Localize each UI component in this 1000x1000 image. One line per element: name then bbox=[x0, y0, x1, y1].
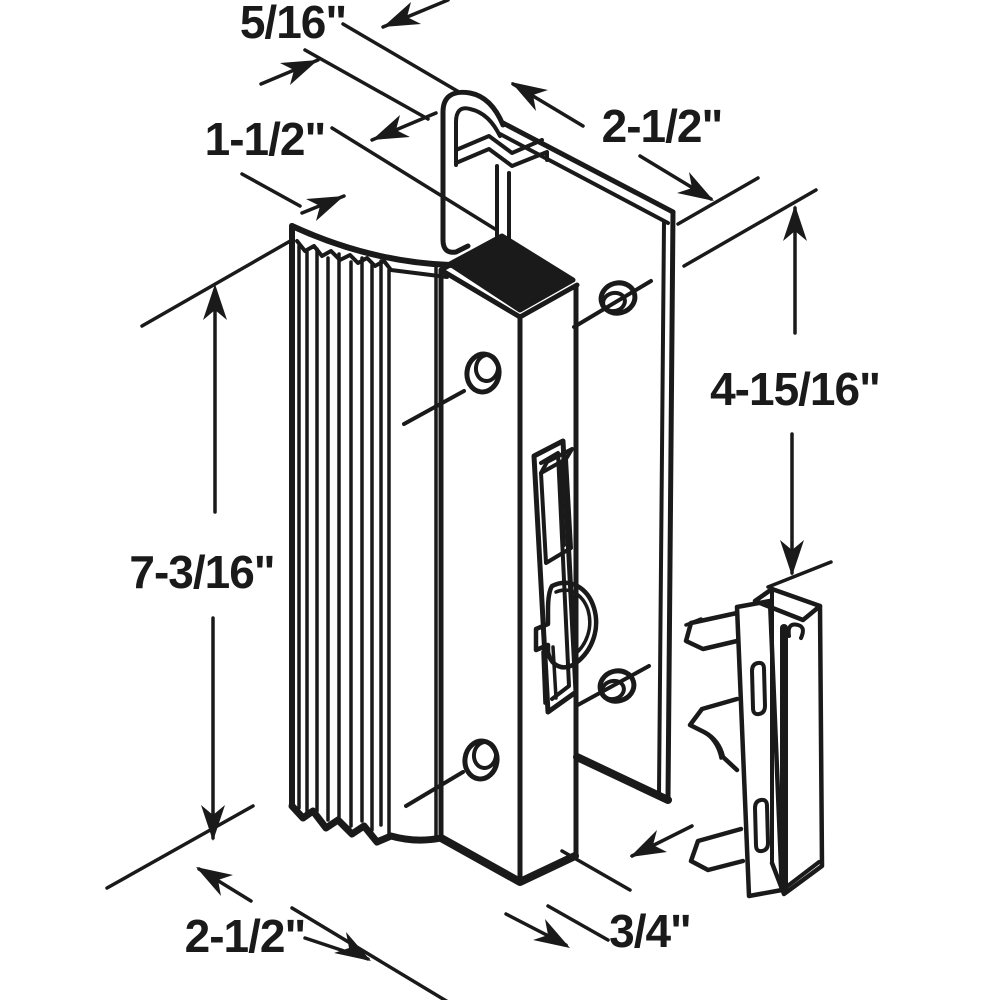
latch-bolt-front bbox=[539, 457, 573, 565]
upper-screw-hole-icon bbox=[464, 351, 502, 395]
dimension-labels: 5/16" 1-1/2" 2-1/2" 4-15/16" 7-3/16" 2-1… bbox=[129, 0, 881, 962]
plate-bottom-edge bbox=[573, 753, 672, 804]
plate-top-edge-outer bbox=[500, 120, 676, 215]
housing-bottom-edge bbox=[437, 834, 579, 886]
witness-housing-depth-a bbox=[560, 849, 632, 892]
hook-step-upper bbox=[454, 134, 544, 155]
arrow-projection-b bbox=[306, 196, 344, 221]
dim-line-hook-lower bbox=[303, 48, 430, 121]
arrow-handle-length-bottom bbox=[201, 805, 225, 841]
arrow-plate-height-bottom bbox=[780, 540, 804, 576]
arrow-plate-width-a bbox=[511, 82, 548, 111]
hook-step-lower bbox=[454, 147, 549, 168]
dim-label-housing-depth: 3/4" bbox=[609, 905, 691, 957]
latch-lever bbox=[533, 580, 599, 670]
arrow-base-width-a bbox=[196, 867, 233, 896]
latch-bolt-fold bbox=[558, 461, 566, 547]
slot-bottom-wall-1 bbox=[541, 650, 547, 705]
arrow-projection-a bbox=[372, 115, 410, 140]
arrow-plate-width-b bbox=[677, 172, 714, 201]
latch-assembly bbox=[531, 438, 599, 715]
keeper-middle-hook bbox=[687, 696, 740, 773]
dim-label-hook-depth: 5/16" bbox=[240, 0, 346, 48]
keeper-angle-plate bbox=[752, 586, 825, 897]
keeper-bracket bbox=[683, 586, 825, 899]
hook-flange-outer bbox=[440, 89, 506, 255]
keeper-slot-lower bbox=[753, 797, 770, 854]
handle-top-curve bbox=[289, 223, 453, 268]
arrow-hook-a bbox=[383, 2, 421, 27]
arrow-hook-b bbox=[280, 60, 318, 85]
dim-label-plate-width: 2-1/2" bbox=[602, 100, 723, 152]
dim-line-projection-b bbox=[240, 172, 302, 208]
witness-housing-depth-b bbox=[546, 904, 610, 942]
arrow-handle-length-top bbox=[203, 284, 227, 320]
witness-handle-top bbox=[140, 238, 294, 328]
witness-plate-height-top bbox=[682, 188, 818, 268]
line-art bbox=[105, 0, 833, 1000]
plate-right-edge-outer bbox=[665, 209, 676, 802]
plate-right-edge-inner bbox=[657, 221, 666, 795]
dim-label-handle-projection: 1-1/2" bbox=[205, 113, 326, 165]
dim-label-plate-height: 4-15/16" bbox=[710, 363, 880, 415]
arrow-housing-depth-a bbox=[630, 830, 667, 857]
latch-bolt-top bbox=[539, 447, 574, 475]
handle-bottom-edge bbox=[288, 802, 445, 846]
witness-base-width bbox=[290, 906, 449, 1000]
keeper-hook-inner bbox=[705, 732, 723, 760]
witness-keeper-top bbox=[766, 560, 833, 589]
handle-top-rib-profile bbox=[295, 239, 449, 279]
lower-screw-icon bbox=[574, 664, 651, 708]
lower-screw-hole-icon bbox=[462, 738, 500, 782]
upper-screw-icon bbox=[572, 279, 653, 329]
latch-lever-inner bbox=[554, 588, 592, 657]
witness-plate-top-right bbox=[676, 176, 760, 226]
keeper-dash-mark bbox=[684, 617, 703, 627]
witness-handle-bottom bbox=[105, 804, 255, 890]
latch-slot-inner bbox=[539, 451, 571, 701]
mounting-plate bbox=[440, 89, 676, 804]
pull-handle bbox=[288, 223, 453, 846]
arrow-plate-height-top bbox=[783, 205, 807, 241]
keeper-bottom-tab bbox=[688, 826, 746, 873]
plate-top-edge-inner bbox=[498, 132, 670, 225]
upper-hole-leader-line bbox=[402, 389, 466, 426]
dimension-arrows bbox=[196, 2, 807, 961]
hook-flange-inner bbox=[454, 106, 502, 167]
dim-label-base-width: 2-1/2" bbox=[185, 910, 306, 962]
lock-housing bbox=[402, 233, 599, 886]
dim-label-handle-length: 7-3/16" bbox=[129, 546, 274, 598]
arrow-base-width-b bbox=[334, 932, 371, 961]
arrow-housing-depth-b bbox=[533, 919, 570, 948]
dim-line-projection bbox=[330, 126, 497, 231]
dim-line-hook-upper bbox=[341, 22, 461, 94]
keeper-top-tab bbox=[683, 610, 740, 652]
slot-bottom-wall-2 bbox=[551, 645, 558, 700]
housing-top-chamfer bbox=[438, 237, 580, 320]
keeper-slot-upper bbox=[750, 660, 767, 717]
